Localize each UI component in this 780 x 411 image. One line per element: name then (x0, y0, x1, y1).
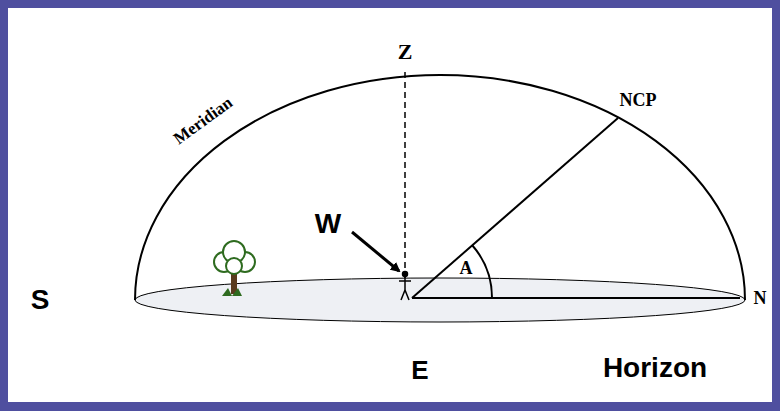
angle-arc (472, 245, 492, 298)
horizon-label: Horizon (603, 354, 707, 382)
observer-figure (399, 272, 411, 301)
angle-label: A (460, 259, 473, 277)
pointer-arrow (352, 232, 399, 271)
meridian-arc (135, 75, 745, 300)
horizon-plane (135, 278, 745, 322)
background-panel (8, 8, 772, 402)
meridian-label: Meridian (170, 93, 235, 147)
zenith-label: Z (398, 41, 413, 63)
south-label: S (31, 286, 50, 314)
north-line (412, 297, 740, 299)
pole-line (412, 118, 618, 298)
north-label: N (754, 289, 767, 307)
west-label: W (315, 210, 341, 238)
tree-icon (214, 241, 255, 296)
zenith-line (404, 72, 406, 282)
east-label: E (411, 357, 428, 383)
pole-label: NCP (620, 91, 657, 109)
